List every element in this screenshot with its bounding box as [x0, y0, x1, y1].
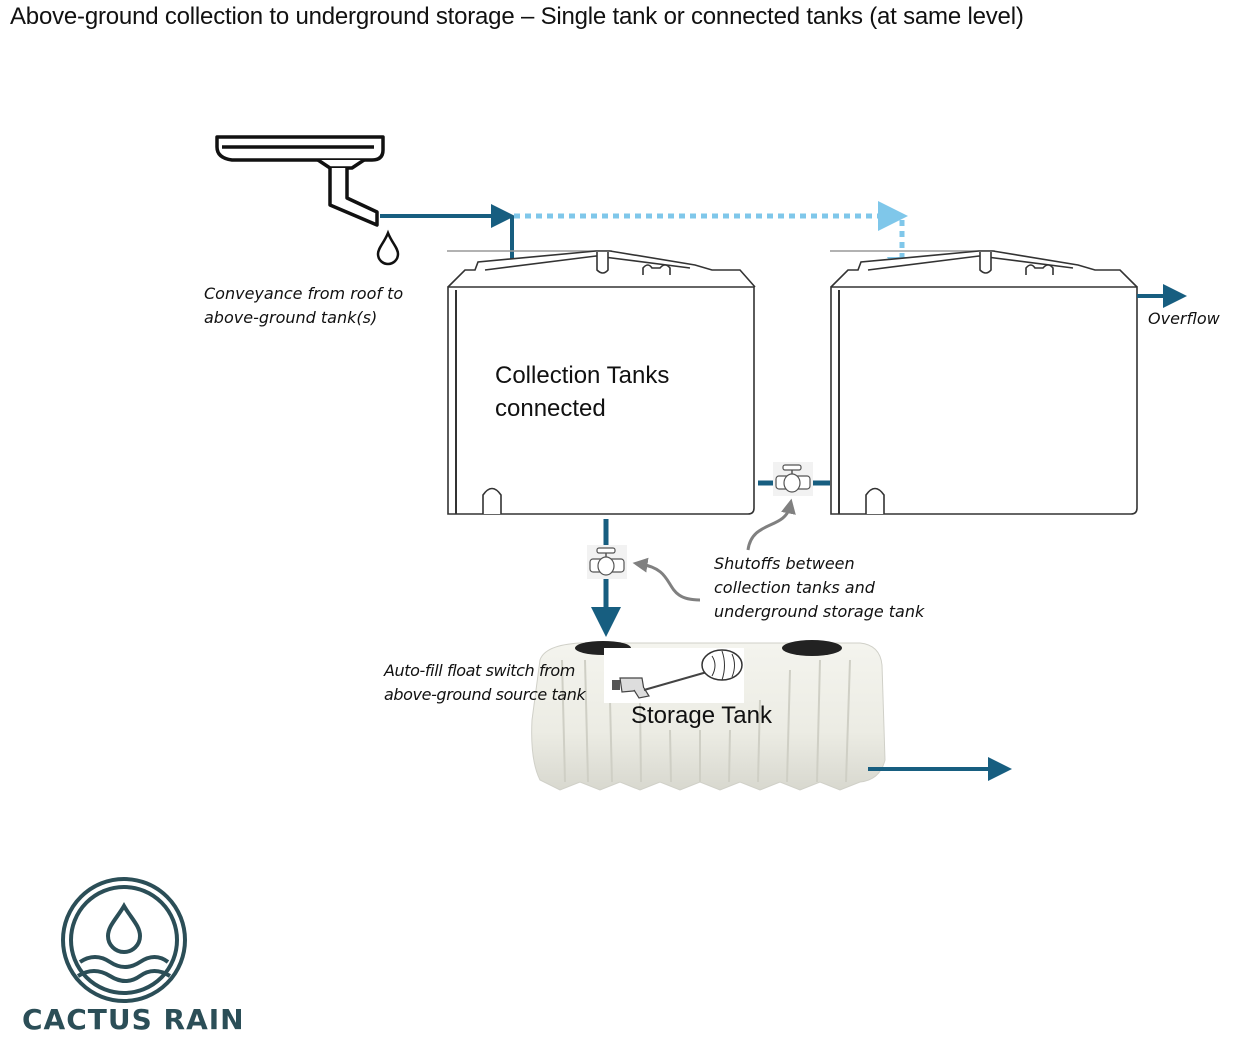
collection-tanks-label: Collection Tanks connected: [495, 359, 669, 425]
conveyance-label-line1: Conveyance from roof to: [204, 284, 404, 303]
water-drop-icon: [376, 229, 400, 266]
storage-tank-label: Storage Tank: [631, 702, 772, 729]
shutoffs-label-line1: Shutoffs between: [714, 554, 855, 573]
shutoffs-label-line2: collection tanks and: [714, 578, 875, 597]
shutoffs-label-line3: underground storage tank: [714, 602, 925, 621]
diagram-title: Above-ground collection to underground s…: [10, 3, 1024, 30]
conveyance-label-line2: above-ground tank(s): [204, 308, 378, 327]
cactus-rain-logo-icon: [61, 877, 187, 1003]
shutoffs-label: Shutoffs between collection tanks and un…: [714, 552, 924, 624]
flow-to-tank2-dashed: [514, 201, 917, 287]
float-switch-icon: [604, 648, 744, 703]
brand-name: CACTUS RAIN: [22, 1003, 245, 1036]
shutoff-valve-between-tanks[interactable]: [773, 462, 813, 496]
callout-arrows: [632, 498, 796, 602]
autofill-label: Auto-fill float switch from above-ground…: [384, 659, 586, 707]
conveyance-label: Conveyance from roof to above-ground tan…: [204, 282, 403, 330]
collection-tanks-label-line1: Collection Tanks: [495, 362, 670, 389]
autofill-label-line2: above-ground source tank: [384, 685, 586, 704]
overflow-label: Overflow: [1148, 309, 1220, 328]
shutoff-valve-to-storage[interactable]: [587, 545, 627, 579]
collection-tanks-label-line2: connected: [495, 395, 606, 422]
gutter-downspout-icon: [215, 135, 385, 227]
autofill-label-line1: Auto-fill float switch from: [384, 661, 575, 680]
collection-tank-1: [447, 250, 756, 515]
collection-tank-2: [830, 250, 1138, 515]
